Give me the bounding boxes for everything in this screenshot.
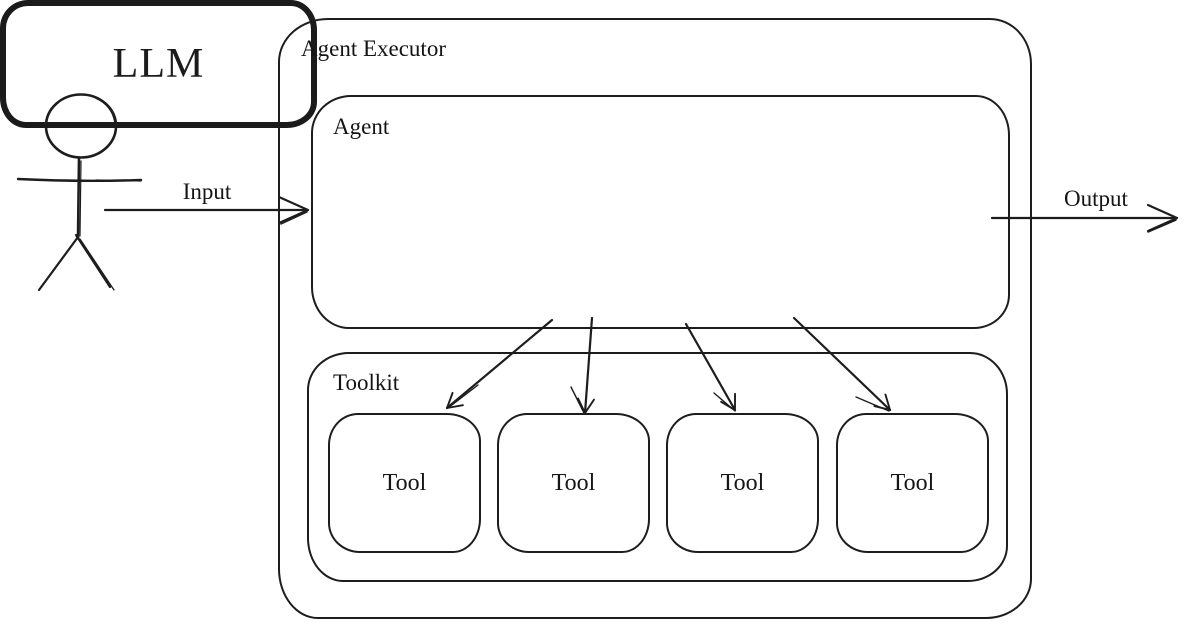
llm-label: LLM [112,41,205,87]
tool-node-2: Tool [497,413,650,553]
tool-label: Tool [890,469,935,496]
tool-node-1: Tool [328,413,481,553]
tool-label: Tool [720,469,765,496]
tool-label: Tool [382,469,427,496]
toolkit-box: Toolkit [307,352,1008,582]
output-arrow-label: Output [1064,186,1128,211]
tool-node-3: Tool [666,413,819,553]
input-arrow-label: Input [182,179,232,204]
llm-node: LLM [0,0,317,128]
toolkit-title: Toolkit [333,370,400,395]
agent-box: Agent [311,95,1010,329]
agent-executor-title: Agent Executor [301,36,446,61]
tool-label: Tool [551,469,596,496]
tool-node-4: Tool [836,413,989,553]
agent-title: Agent [333,114,390,139]
agent-executor-box: Agent Executor [278,18,1032,619]
